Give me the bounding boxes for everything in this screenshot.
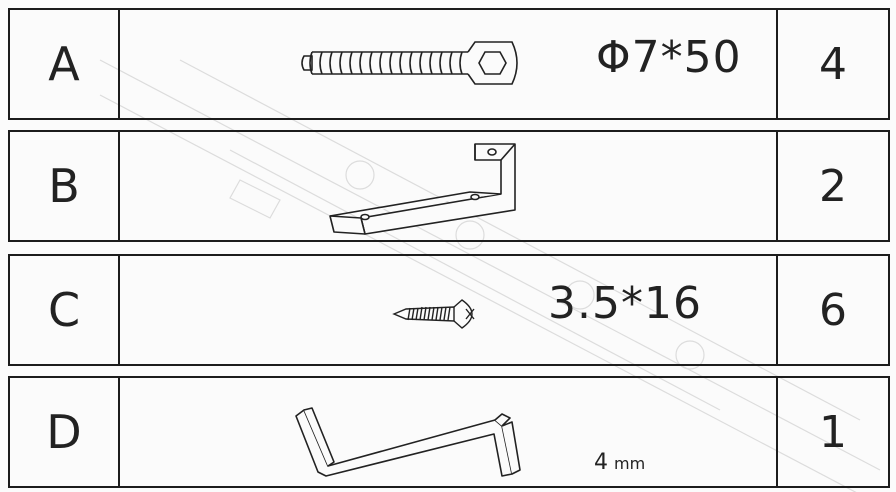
part-row-a: A Φ7*50 4 — [8, 8, 890, 120]
part-illustration-cell — [120, 132, 778, 240]
part-spec: Φ7*50 — [596, 32, 742, 83]
part-letter: C — [10, 256, 120, 364]
part-row-b: B 2 — [8, 130, 890, 242]
part-spec-value: 4 — [594, 450, 608, 475]
wood-screw-icon — [392, 299, 475, 329]
part-spec: 4 mm — [594, 450, 645, 475]
part-quantity: 4 — [819, 38, 847, 90]
part-spec-unit: mm — [614, 454, 646, 473]
part-spec: 3.5*16 — [548, 278, 702, 329]
part-quantity: 2 — [819, 160, 847, 212]
part-illustration-cell: 3.5*16 — [120, 256, 778, 364]
part-row-d: D 4 mm 1 — [8, 376, 890, 488]
part-quantity: 6 — [819, 284, 847, 336]
part-letter: B — [10, 132, 120, 240]
part-letter: D — [10, 378, 120, 486]
l-bracket-icon — [329, 143, 516, 235]
part-quantity: 1 — [819, 406, 847, 458]
part-letter: A — [10, 10, 120, 118]
part-illustration-cell: 4 mm — [120, 378, 778, 486]
hex-key-icon — [295, 407, 521, 477]
part-illustration-cell: Φ7*50 — [120, 10, 778, 118]
part-row-c: C 3.5*16 6 — [8, 254, 890, 366]
expansion-bolt-icon — [301, 41, 518, 85]
